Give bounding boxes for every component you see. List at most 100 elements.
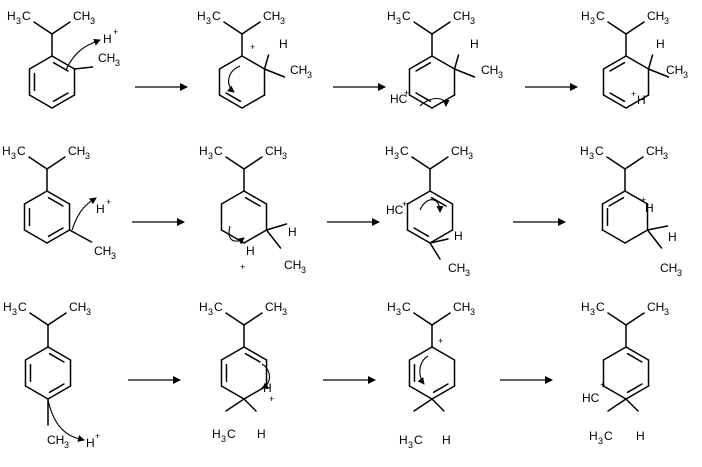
ring-bond [28, 55, 53, 70]
hydrogen-label: H [279, 37, 288, 51]
methyl-label: CH [647, 9, 664, 23]
subscript-3: 3 [470, 16, 475, 26]
bond [243, 156, 263, 170]
carbon-label: C [414, 433, 423, 447]
ring-bond [431, 346, 456, 361]
charge-plus: + [250, 42, 255, 52]
electron-push-arrow [47, 399, 85, 442]
subscript-3: 3 [301, 265, 306, 275]
subscript-3: 3 [664, 307, 669, 317]
hydrogen-label: H [246, 244, 255, 258]
bond [431, 312, 451, 326]
subscript-3: 3 [12, 307, 17, 317]
proton-label: H [103, 32, 112, 46]
methyl-label: CH [481, 63, 498, 77]
hydrogen-label: H [442, 433, 451, 447]
double-bond [47, 227, 64, 238]
electron-push-arrow [65, 38, 101, 71]
carbocation-label: HC [582, 391, 600, 405]
charge-plus: + [600, 380, 605, 390]
charge-plus: + [631, 89, 636, 99]
carbon-label: C [596, 9, 605, 23]
double-bond [413, 227, 430, 238]
methyl-label: H [2, 144, 11, 158]
methyl-label: CH [68, 144, 85, 158]
charge-plus: + [240, 262, 245, 272]
double-bond [52, 61, 69, 72]
bond [431, 21, 451, 35]
ring-bond [241, 94, 266, 109]
subscript-3: 3 [280, 16, 285, 26]
bond [607, 398, 627, 412]
double-bond [430, 196, 447, 207]
carbon-label: C [400, 144, 409, 158]
bond [225, 156, 245, 170]
ring-bond [431, 55, 456, 70]
ring-bond [406, 229, 431, 244]
double-bond [608, 196, 625, 207]
ring-bond [602, 346, 627, 361]
double-bond [48, 383, 65, 394]
bond [625, 312, 645, 326]
ring-bond [602, 94, 627, 109]
methyl-label: CH [94, 244, 111, 258]
double-bond [47, 196, 64, 207]
carbon-label: C [402, 9, 411, 23]
ring-bond [243, 229, 268, 244]
methyl-label: CH [263, 9, 280, 23]
subscript-3: 3 [221, 434, 226, 444]
methyl-label: H [589, 429, 598, 443]
charge-plus: + [402, 199, 407, 209]
methyl-label: H [199, 144, 208, 158]
ring-bond [24, 385, 49, 400]
carbon-label: C [595, 144, 604, 158]
ring-bond [220, 229, 245, 244]
ring-bond [220, 385, 245, 400]
bond [607, 21, 627, 35]
ring-bond [243, 190, 268, 205]
subscript-3: 3 [465, 268, 470, 278]
bond [29, 312, 49, 326]
bond [225, 398, 245, 412]
ring-bond [429, 190, 454, 205]
bond [28, 156, 48, 170]
subscript-3: 3 [11, 151, 16, 161]
methyl-label: H [199, 300, 208, 314]
ring-bond [51, 55, 76, 70]
charge-plus: + [95, 431, 100, 441]
subscript-3: 3 [307, 70, 312, 80]
double-bond [244, 196, 261, 207]
ring-bond [47, 346, 72, 361]
hydrogen-label: H [288, 225, 297, 239]
bond [647, 54, 654, 70]
ring-bond [24, 346, 49, 361]
bond [453, 68, 476, 78]
hydrogen-label: H [470, 37, 479, 51]
methyl-label: H [212, 427, 221, 441]
double-bond [626, 352, 643, 363]
subscript-3: 3 [64, 440, 69, 450]
methyl-label: CH [47, 433, 64, 447]
bond [429, 238, 449, 244]
bond [625, 21, 645, 35]
hydrogen-label: H [656, 37, 665, 51]
ring-bond [220, 346, 245, 361]
subscript-3: 3 [590, 16, 595, 26]
methyl-label: H [197, 9, 206, 23]
carbon-label: C [214, 144, 223, 158]
bond [429, 156, 449, 170]
ring-bond [408, 346, 433, 361]
ring-bond [601, 190, 626, 205]
bond [241, 21, 261, 35]
bond [265, 223, 288, 231]
electron-push-arrow [227, 65, 241, 93]
bond [413, 398, 433, 412]
bond [411, 156, 431, 170]
carbon-label: C [212, 9, 221, 23]
